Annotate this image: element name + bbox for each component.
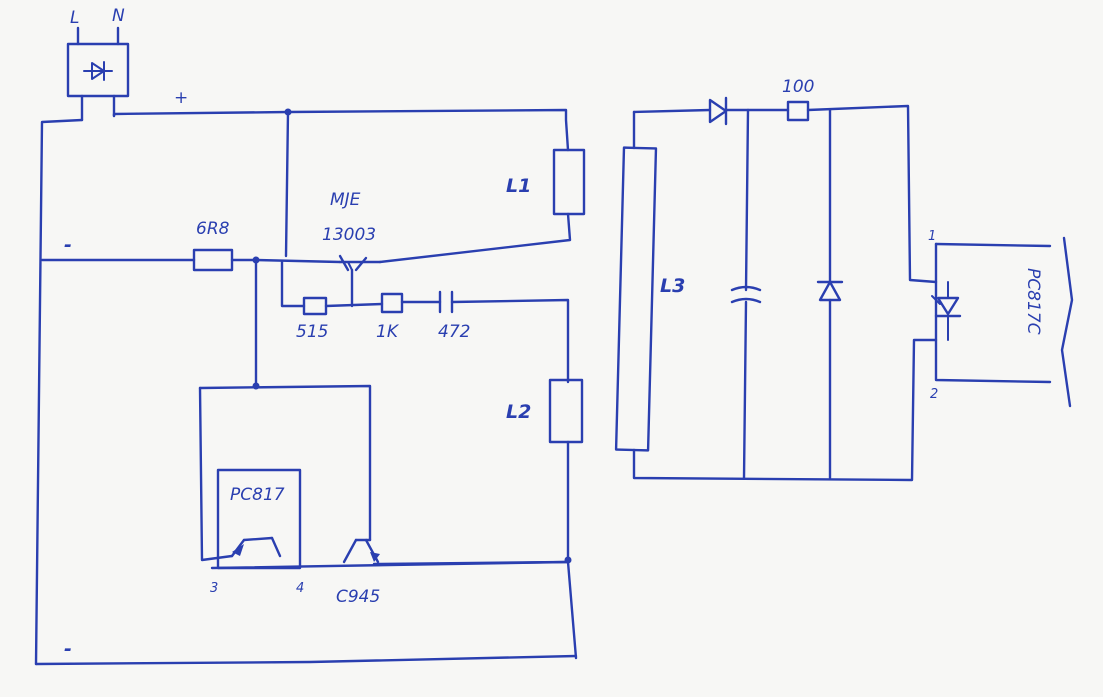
plus-label: + [174, 88, 188, 108]
inductor-l3 [614, 146, 658, 452]
transistor-mje-label: MJE [330, 190, 361, 210]
resistor-515-label: 515 [296, 322, 328, 342]
minus-label-top: - [64, 234, 72, 256]
junction-dot [252, 382, 260, 390]
transistor-13003-label: 13003 [322, 225, 376, 245]
junction-dot [252, 256, 260, 264]
transistor-c945-label: C945 [336, 587, 380, 607]
resistor-1k-label: 1K [376, 322, 400, 342]
wires-right [632, 104, 938, 482]
inductor-l2 [548, 378, 584, 444]
transistor-c945 [342, 538, 380, 564]
resistor-100 [786, 100, 810, 122]
inductor-l2-label: L2 [506, 401, 531, 423]
minus-label-bottom: - [64, 638, 72, 660]
capacitor-472 [438, 290, 454, 314]
opto-pin-2: 2 [930, 387, 938, 402]
optocoupler-pc817 [216, 468, 302, 570]
opto-pin-3: 3 [210, 581, 218, 596]
inductor-l1 [552, 148, 586, 216]
capacitor-vertical [730, 285, 762, 304]
capacitor-472-label: 472 [438, 322, 470, 342]
optocoupler-pc817-label: PC817 [230, 485, 285, 505]
resistor-6r8 [192, 248, 234, 272]
opto-pin-1: 1 [928, 229, 936, 244]
bridge-rectifier [66, 26, 130, 122]
neutral-label: N [112, 6, 125, 26]
diode-vertical [816, 280, 844, 302]
transistor-mje13003 [338, 254, 382, 272]
inductor-l3-label: L3 [660, 275, 685, 297]
inductor-l1-label: L1 [506, 175, 531, 197]
junction-dot [564, 556, 572, 564]
wires-left [34, 108, 578, 666]
resistor-6r8-label: 6R8 [196, 219, 230, 239]
junction-dot [284, 108, 292, 116]
diode-top [708, 96, 728, 126]
resistor-515 [302, 296, 328, 316]
live-label: L [70, 8, 79, 28]
optocoupler-pc817c-label: PC817C [1023, 268, 1043, 335]
resistor-100-label: 100 [782, 77, 814, 97]
resistor-1k [380, 292, 404, 314]
optocoupler-pc817c [931, 236, 1074, 408]
opto-pin-4: 4 [296, 581, 304, 596]
